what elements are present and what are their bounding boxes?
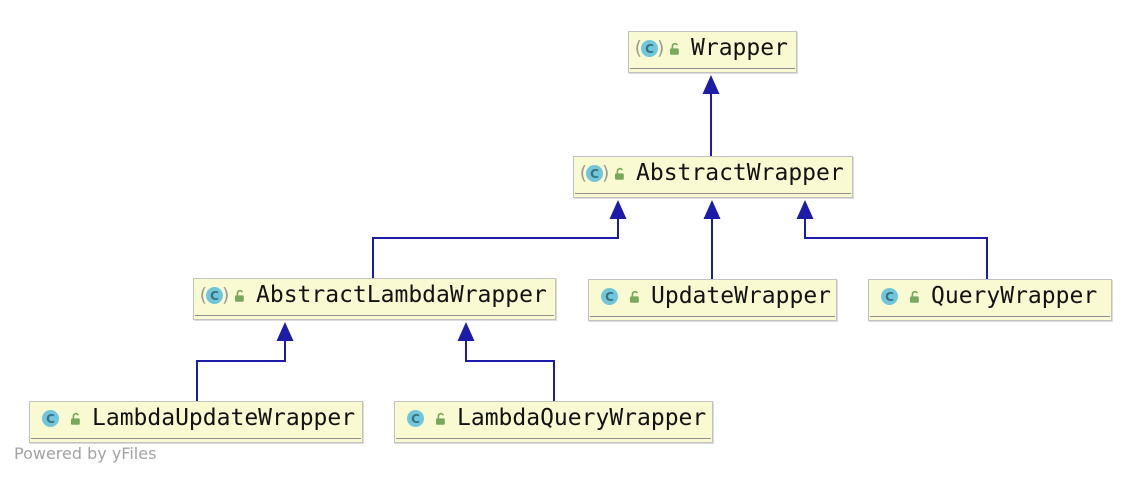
abstract-class-icon: (C)	[634, 37, 665, 59]
yfiles-watermark: Powered by yFiles	[14, 444, 157, 463]
inheritance-edge-QueryWrapper-to-AbstractWrapper	[796, 200, 988, 279]
unlocked-padlock-icon	[615, 167, 624, 180]
abstract-paren-open: (	[634, 37, 642, 59]
class-icon: (C)	[402, 409, 429, 428]
class-node-LambdaQueryWrapper[interactable]: (C) LambdaQueryWrapper	[394, 401, 713, 443]
class-name-label: LambdaUpdateWrapper	[92, 405, 356, 431]
abstract-paren-open: (	[579, 162, 587, 184]
class-circle-icon: C	[641, 40, 658, 57]
edge-line	[196, 340, 286, 401]
inheritance-edge-LambdaQueryWrapper-to-AbstractLambdaWrapper	[457, 322, 555, 401]
class-name-label: AbstractWrapper	[636, 160, 844, 186]
edge-line	[804, 218, 988, 279]
abstract-paren-close: )	[657, 37, 665, 59]
class-icon: (C)	[37, 409, 64, 428]
node-compartment-divider	[575, 193, 851, 194]
inheritance-arrowhead-icon	[703, 200, 721, 219]
class-circle-icon: C	[586, 165, 603, 182]
class-circle-icon: C	[206, 287, 223, 304]
inheritance-edge-LambdaUpdateWrapper-to-AbstractLambdaWrapper	[196, 322, 294, 401]
class-circle-icon: C	[407, 410, 424, 427]
class-node-AbstractLambdaWrapper[interactable]: (C) AbstractLambdaWrapper	[193, 278, 556, 320]
inheritance-edge-AbstractWrapper-to-Wrapper	[702, 75, 720, 156]
inheritance-arrowhead-icon	[702, 75, 720, 94]
edge-line	[372, 218, 619, 278]
node-compartment-divider	[396, 438, 711, 439]
inheritance-arrowhead-icon	[276, 322, 294, 341]
class-name-label: UpdateWrapper	[651, 283, 832, 309]
edge-line	[465, 340, 555, 401]
abstract-paren-open: (	[199, 284, 207, 306]
class-icon: (C)	[596, 287, 623, 306]
abstract-paren-close: )	[222, 284, 230, 306]
class-node-QueryWrapper[interactable]: (C) QueryWrapper	[868, 279, 1112, 321]
class-icon: (C)	[876, 287, 903, 306]
abstract-paren-close: )	[602, 162, 610, 184]
unlocked-padlock-icon	[670, 42, 679, 55]
node-compartment-divider	[590, 316, 835, 317]
unlocked-padlock-icon	[235, 289, 244, 302]
unlocked-padlock-icon	[910, 290, 919, 303]
inheritance-edge-AbstractLambdaWrapper-to-AbstractWrapper	[372, 200, 627, 278]
inheritance-edge-UpdateWrapper-to-AbstractWrapper	[703, 200, 721, 279]
class-name-label: LambdaQueryWrapper	[457, 405, 707, 431]
node-compartment-divider	[195, 315, 554, 316]
unlocked-padlock-icon	[71, 412, 80, 425]
inheritance-arrowhead-icon	[796, 200, 814, 219]
class-circle-icon: C	[881, 288, 898, 305]
inheritance-arrowhead-icon	[457, 322, 475, 341]
class-name-label: AbstractLambdaWrapper	[256, 282, 547, 308]
class-node-LambdaUpdateWrapper[interactable]: (C) LambdaUpdateWrapper	[29, 401, 363, 443]
class-name-label: Wrapper	[691, 35, 788, 61]
node-compartment-divider	[630, 68, 795, 69]
unlocked-padlock-icon	[630, 290, 639, 303]
class-node-UpdateWrapper[interactable]: (C) UpdateWrapper	[588, 279, 837, 321]
unlocked-padlock-icon	[436, 412, 445, 425]
node-compartment-divider	[31, 438, 361, 439]
class-circle-icon: C	[601, 288, 618, 305]
node-compartment-divider	[870, 316, 1110, 317]
class-node-Wrapper[interactable]: (C) Wrapper	[628, 31, 797, 73]
class-node-AbstractWrapper[interactable]: (C) AbstractWrapper	[573, 156, 853, 198]
class-name-label: QueryWrapper	[931, 283, 1098, 309]
class-circle-icon: C	[42, 410, 59, 427]
abstract-class-icon: (C)	[579, 162, 610, 184]
inheritance-arrowhead-icon	[609, 200, 627, 219]
abstract-class-icon: (C)	[199, 284, 230, 306]
